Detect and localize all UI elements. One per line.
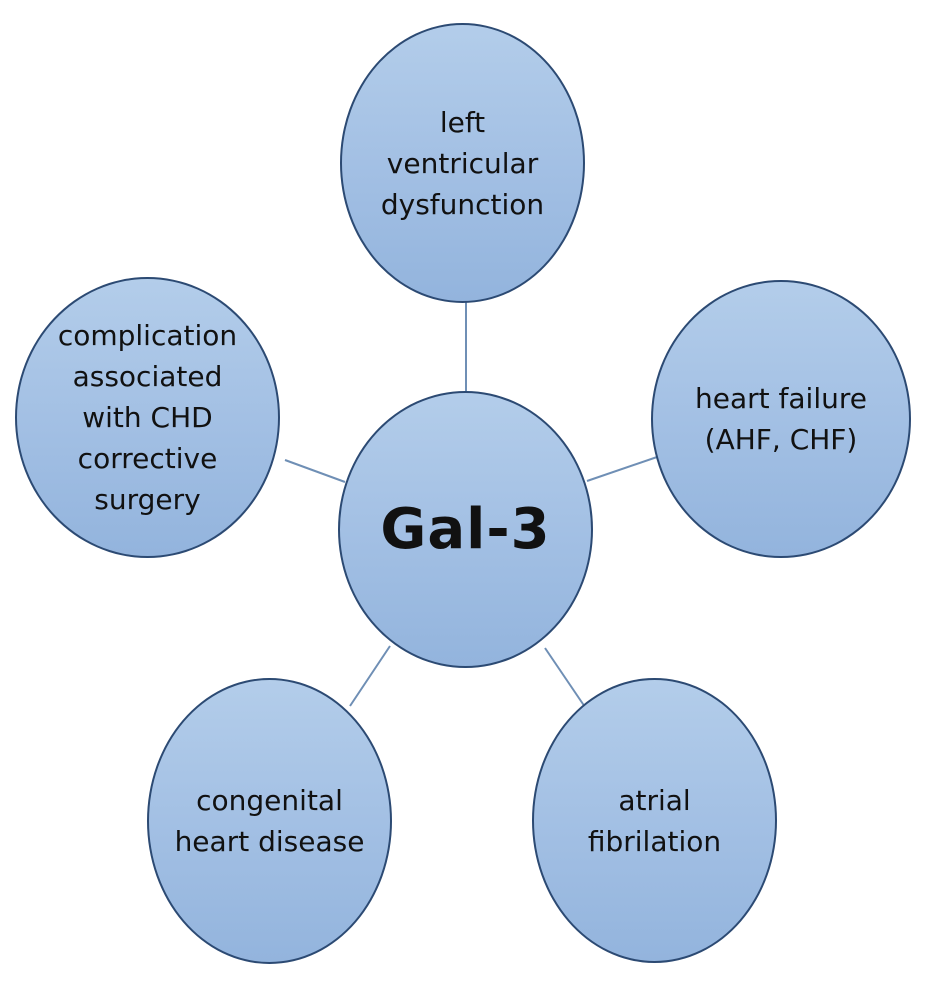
node-label: heart failure (AHF, CHF) [695, 382, 867, 456]
center-node-gal3: Gal-3 [338, 391, 593, 668]
node-atrial-fibrilation: atrial fibrilation [532, 678, 777, 963]
center-label: Gal-3 [380, 496, 551, 562]
connector-bottom-left [349, 645, 391, 707]
node-chd-surgery-complication: complication associated with CHD correct… [15, 277, 280, 558]
node-congenital-heart-disease: congenital heart disease [147, 678, 392, 964]
connector-right [586, 455, 661, 482]
connector-bottom-right [544, 647, 586, 708]
node-heart-failure: heart failure (AHF, CHF) [651, 280, 911, 558]
node-label: congenital heart disease [174, 784, 365, 858]
connector-left [284, 459, 346, 483]
node-label: complication associated with CHD correct… [57, 319, 238, 516]
node-left-ventricular-dysfunction: left ventricular dysfunction [340, 23, 585, 303]
node-label: left ventricular dysfunction [380, 105, 545, 221]
node-label: atrial fibrilation [587, 783, 722, 858]
